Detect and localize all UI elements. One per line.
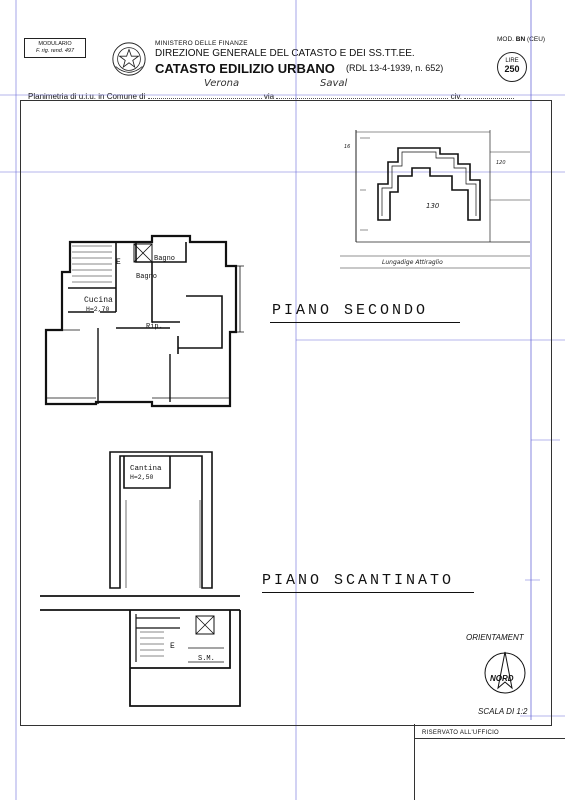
lire-value: 250 [504,64,520,74]
scale-label: SCALA DI 1:2 [478,707,528,716]
office-reserved-box [414,724,565,800]
mod-code: BN [515,36,526,43]
room-cucina-height: H=2,70 [86,306,110,313]
plan-row: Planimetria di u.i.u. in Comune di via c… [28,90,515,101]
republic-emblem-icon [112,42,146,76]
plan-label: Planimetria di u.i.u. in Comune di [28,92,146,101]
civ-dots [464,90,515,99]
via-dots [276,90,449,99]
catasto-title: CATASTO EDILIZIO URBANO [155,61,335,76]
room-sm-label: S.M. [198,655,215,663]
north-label: NORD [490,674,514,683]
second-floor-plan: E Bagno Bagno Cucina H=2,70 Rip. [44,234,244,408]
street-label: Lungadige Attiraglio [382,259,443,266]
ministry-label: MINISTERO DELLE FINANZE [155,40,248,47]
parcel-number: 130 [426,202,440,210]
lire-stamp: LIRE 250 [497,52,527,82]
modulario-ref: F. rig. rend. 497 [35,48,75,54]
lire-label: LIRE [505,58,519,64]
room-bagno-1-label: Bagno [154,255,175,263]
rdl-reference: (RDL 13-4-1939, n. 652) [346,63,444,73]
piano-scantinato-title: PIANO SCANTINATO [262,572,455,589]
room-bagno-2-label: Bagno [136,273,157,281]
civ-label: civ. [450,92,462,101]
office-reserved-label: RISERVATO ALL'UFFICIO [422,730,500,736]
mod-suffix: (CEU) [527,36,546,43]
mod-prefix: MOD. [497,36,514,43]
drawing-frame [20,100,552,726]
direction-label: DIREZIONE GENERALE DEL CATASTO E DEI SS.… [155,48,415,59]
piano-scantinato-underline [262,592,474,593]
basement-plan: Cantina H=2,50 E S.M. [40,451,241,707]
side-number: 16 [344,144,350,150]
office-reserved-divider [414,738,565,739]
comune-value: Verona [204,78,240,89]
parcel-right-number: 120 [496,160,506,166]
room-cucina-label: Cucina [84,296,113,305]
modulario-label: MODULARIO [38,41,72,47]
room-rip-label: Rip. [146,323,163,331]
comune-dots [147,90,262,99]
site-plan: 130 120 16 Lungadige Attiraglio [340,130,530,269]
modulario-box: MODULARIO F. rig. rend. 497 [24,38,86,58]
room-cantina-label: Cantina [130,465,162,473]
room-e-label: E [116,258,121,267]
mod-bn-label: MOD. BN (CEU) [497,36,545,43]
via-value: Saval [320,78,348,89]
piano-secondo-title: PIANO SECONDO [272,302,429,319]
room-e-basement-label: E [170,642,175,651]
piano-secondo-underline [270,322,460,323]
orientamento-label: ORIENTAMENT [466,633,524,642]
north-compass-icon: NORD [484,651,526,694]
room-cantina-height: H=2,50 [130,474,154,481]
via-label: via [263,92,275,101]
